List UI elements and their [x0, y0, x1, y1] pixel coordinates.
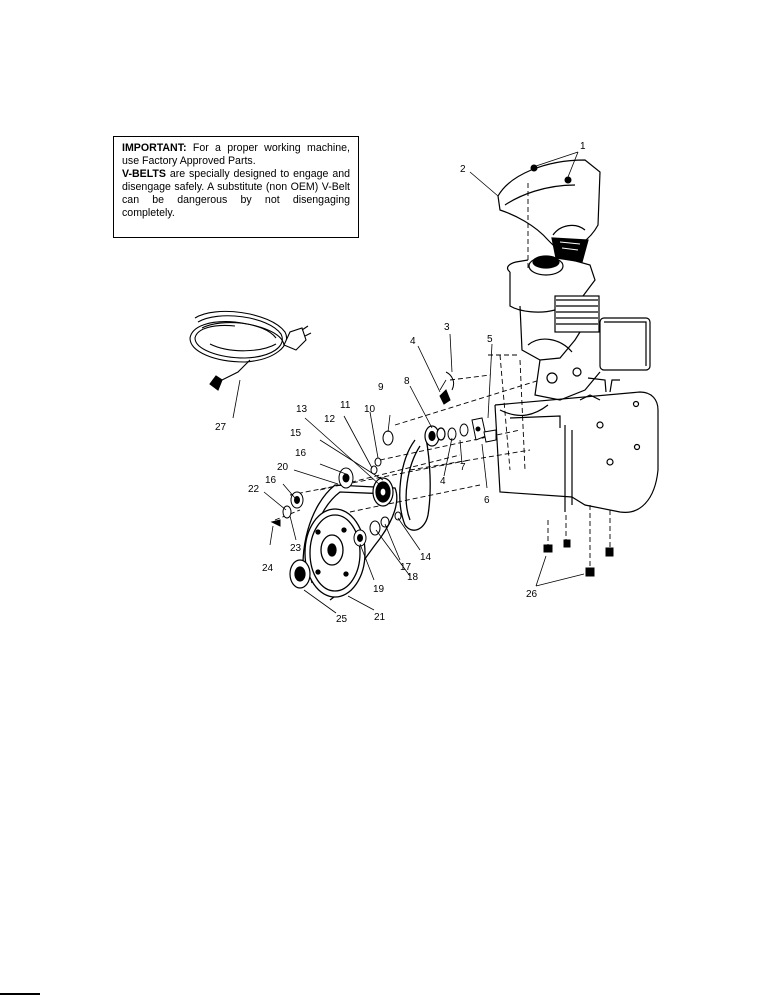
- callout-23: 23: [290, 543, 302, 554]
- callout-20: 20: [277, 462, 289, 473]
- engine-body: [506, 255, 651, 401]
- drive-pulley-large: [304, 508, 366, 598]
- engine-pulley: [372, 477, 394, 507]
- callout-17: 17: [400, 562, 412, 573]
- important-paragraph: IMPORTANT: For a proper working machine,…: [122, 142, 350, 168]
- callout-16-lower: 16: [265, 475, 277, 486]
- engine-shroud: [497, 159, 601, 263]
- washers-and-hardware: [270, 371, 497, 547]
- callout-18: 18: [407, 572, 419, 583]
- callout-22: 22: [248, 484, 260, 495]
- callout-26: 26: [526, 589, 538, 600]
- callout-10: 10: [364, 404, 376, 415]
- callout-8: 8: [404, 376, 410, 387]
- important-text: For a proper working machine, use Factor…: [122, 142, 350, 167]
- callout-11: 11: [340, 400, 351, 411]
- small-pulley-9: [424, 425, 446, 447]
- callout-7: 7: [460, 462, 466, 473]
- important-notice-box: IMPORTANT: For a proper working machine,…: [113, 136, 359, 238]
- idler-pulley: [289, 559, 311, 589]
- callout-24: 24: [262, 563, 274, 574]
- callout-16-upper: 16: [295, 448, 307, 459]
- callout-labels: 1 2 3 4 4 5 6 7 8 9 10 11 12 13 14 15 16…: [215, 141, 586, 625]
- callout-9: 9: [378, 382, 384, 393]
- callout-4-lower: 4: [440, 476, 446, 487]
- callout-21: 21: [374, 612, 386, 623]
- callout-5: 5: [487, 334, 493, 345]
- callout-6: 6: [484, 495, 490, 506]
- vbelts-paragraph: V-BELTS are specially designed to engage…: [122, 168, 350, 220]
- vbelts-text: are specially designed to engage and dis…: [122, 168, 350, 219]
- callout-14: 14: [420, 552, 432, 563]
- callout-1: 1: [580, 141, 586, 152]
- callout-3: 3: [444, 322, 450, 333]
- callout-13: 13: [296, 404, 308, 415]
- page-edge-mark: [0, 993, 40, 995]
- leader-lines: [232, 151, 585, 614]
- callout-27: 27: [215, 422, 227, 433]
- important-heading: IMPORTANT:: [122, 142, 187, 154]
- callout-4-upper: 4: [410, 336, 416, 347]
- extension-cord: [189, 310, 312, 391]
- frame-housing: [494, 379, 659, 513]
- callout-15: 15: [290, 428, 302, 439]
- vbelts-heading: V-BELTS: [122, 168, 166, 180]
- v-belt-small: [399, 437, 431, 531]
- callout-12: 12: [324, 414, 336, 425]
- callout-2: 2: [460, 164, 466, 175]
- callout-25: 25: [336, 614, 348, 625]
- callout-19: 19: [373, 584, 385, 595]
